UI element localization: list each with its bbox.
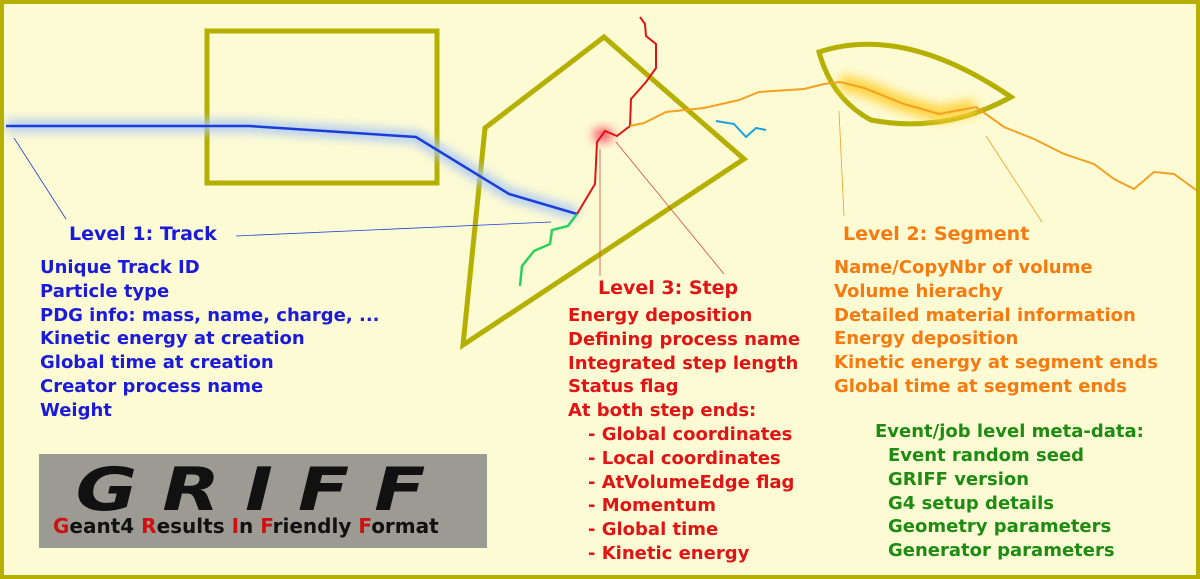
- list-item: - Momentum: [588, 495, 716, 517]
- logo-wordmark: GRIFF: [75, 455, 451, 525]
- list-item: Particle type: [40, 280, 170, 302]
- secondary-cyan-track: [715, 120, 767, 139]
- secondary-green-track: [518, 213, 578, 287]
- step-callout-line-2: [615, 141, 725, 275]
- list-item: Kinetic energy at segment ends: [834, 352, 1158, 374]
- list-item: - Local coordinates: [588, 447, 781, 469]
- tagline-initial: R: [141, 514, 157, 538]
- list-item: Energy deposition: [568, 305, 753, 326]
- track-info-list: Unique Track ID Particle type PDG info: …: [40, 256, 380, 423]
- list-item: Kinetic energy at creation: [40, 328, 305, 350]
- volume-quadrilateral: [459, 33, 749, 350]
- step-level-title: Level 3: Step: [598, 277, 739, 299]
- tagline-initial: F: [260, 514, 273, 538]
- list-item: Name/CopyNbr of volume: [834, 257, 1093, 278]
- griff-logo: GRIFF Geant4 Results In Friendly Format: [39, 454, 487, 548]
- track-callout-line: [13, 137, 67, 220]
- diagram-artwork: [6, 16, 1196, 350]
- tagline-word: eant4: [69, 514, 142, 538]
- list-item: G4 setup details: [888, 492, 1054, 514]
- list-item: PDG info: mass, name, charge, ...: [40, 304, 380, 326]
- track-level-title: Level 1: Track: [69, 223, 217, 245]
- track-glow: [6, 120, 579, 220]
- list-item: - AtVolumeEdge flag: [588, 471, 795, 493]
- tagline-initial: G: [53, 514, 70, 538]
- tagline-initial: F: [358, 514, 372, 538]
- list-item: - Global coordinates: [588, 423, 793, 445]
- list-item: Global time at segment ends: [834, 375, 1127, 397]
- list-item: Weight: [40, 399, 112, 421]
- segment-callout-line: [838, 110, 845, 217]
- list-item: Integrated step length: [568, 352, 799, 374]
- list-item: - Kinetic energy: [588, 542, 750, 564]
- track-title-callout-line: [235, 221, 552, 237]
- tagline-word: n: [239, 514, 261, 538]
- list-item: - Global time: [588, 519, 719, 541]
- logo-tagline: Geant4 Results In Friendly Format: [53, 514, 439, 538]
- segment-callout-line-2: [985, 135, 1043, 223]
- list-item: Geometry parameters: [888, 516, 1112, 538]
- tagline-initial: I: [231, 514, 240, 538]
- step-red-track: [576, 16, 657, 215]
- segment-level-title: Level 2: Segment: [843, 223, 1030, 245]
- list-item: Creator process name: [40, 375, 264, 397]
- step-info-list: Energy deposition Defining process name …: [568, 304, 800, 566]
- volume-rectangle: [204, 28, 440, 186]
- list-item: Global time at creation: [40, 352, 274, 374]
- tagline-word: riendly: [272, 514, 359, 538]
- list-item: Unique Track ID: [40, 257, 200, 278]
- tagline-word: ormat: [371, 514, 439, 538]
- primary-track-line: [6, 124, 578, 216]
- list-item: GRIFF version: [888, 468, 1030, 490]
- list-item: Event random seed: [888, 445, 1085, 466]
- tagline-word: esults: [156, 514, 232, 538]
- list-item: Defining process name: [568, 328, 801, 350]
- list-item: Energy deposition: [834, 328, 1019, 350]
- list-item: Detailed material information: [834, 304, 1136, 326]
- list-item: At both step ends:: [568, 400, 757, 422]
- segment-info-list: Name/CopyNbr of volume Volume hierachy D…: [834, 256, 1158, 399]
- list-item: Volume hierachy: [834, 280, 1003, 302]
- meta-data-list: Event random seed GRIFF version G4 setup…: [888, 444, 1115, 563]
- meta-data-title: Event/job level meta-data:: [875, 421, 1144, 442]
- list-item: Generator parameters: [888, 540, 1115, 562]
- segment-orange-track: [629, 80, 1196, 191]
- list-item: Status flag: [568, 376, 679, 398]
